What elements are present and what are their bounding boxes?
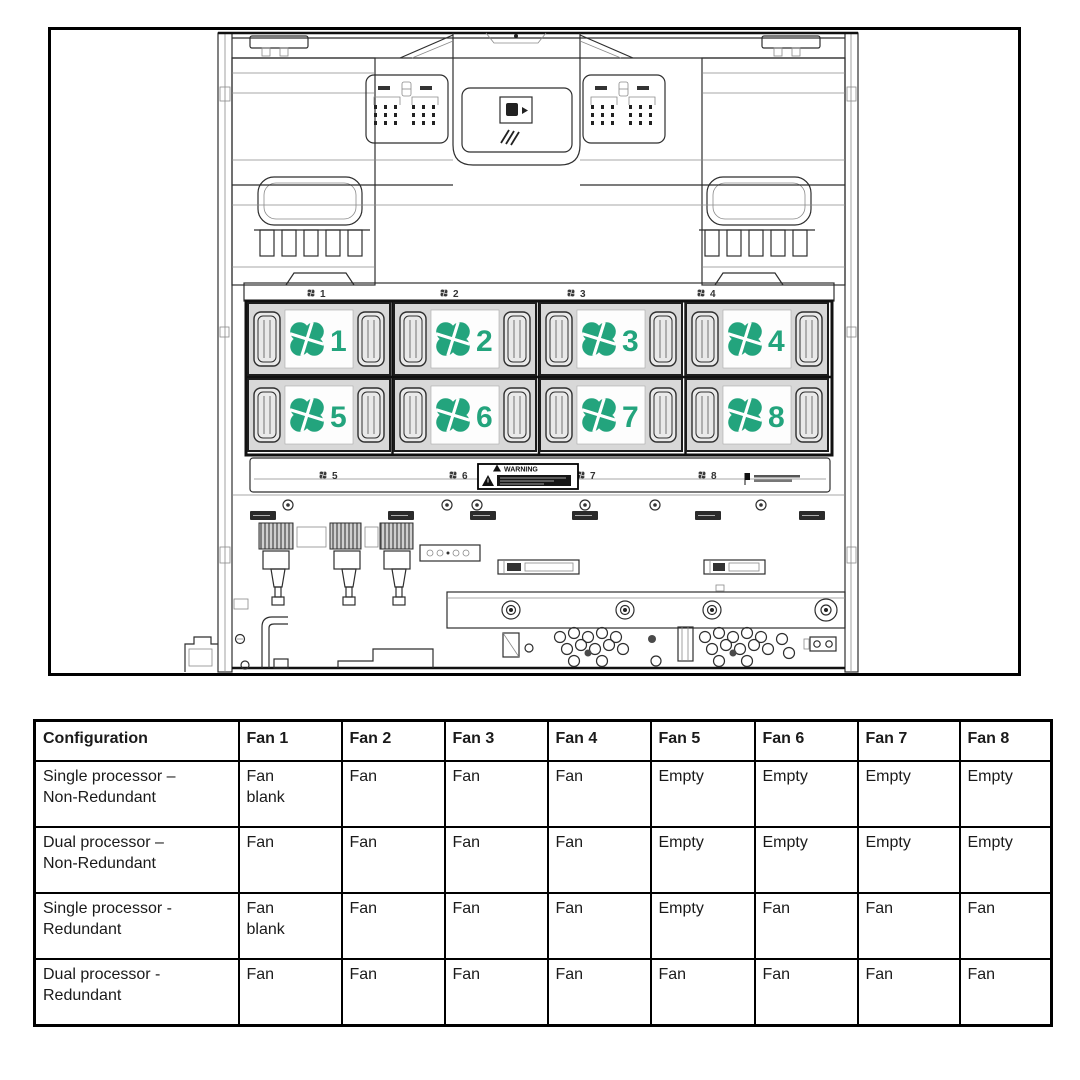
table-row: Dual processor - Redundant Fan Fan Fan F… [33,958,1053,1026]
bay-label-1: 1 [320,289,326,300]
table-cell: Empty [958,760,1053,828]
table-cell: Fan [546,892,652,960]
warning-label: WARNING [477,463,579,490]
fan-number-4: 4 [768,325,785,358]
table-cell: Fan [340,892,446,960]
table-cell: Fan [856,958,961,1026]
fan-number-8: 8 [768,401,785,434]
warning-triangle-icon [493,464,501,472]
fan-number-2: 2 [476,325,493,358]
table-cell: Fan [443,892,549,960]
bay-label-4: 4 [710,289,716,300]
table-cell: Fan [546,760,652,828]
table-cell: Fan [958,958,1053,1026]
header-fan-6: Fan 6 [753,719,859,762]
fan-number-6: 6 [476,401,493,434]
fan-number-7: 7 [622,401,639,434]
fan-module-6: 6 [394,379,536,451]
config-cell: Dual processor - Redundant [33,958,240,1026]
table-cell: Fan blank [237,892,343,960]
header-fan-7: Fan 7 [856,719,961,762]
header-fan-5: Fan 5 [649,719,756,762]
header-fan-1: Fan 1 [237,719,343,762]
table-cell: Empty [753,760,859,828]
table-header-row: Configuration Fan 1 Fan 2 Fan 3 Fan 4 Fa… [33,719,1053,762]
table-cell: Empty [649,826,756,894]
table-cell: Fan [340,958,446,1026]
fan-configuration-table: Configuration Fan 1 Fan 2 Fan 3 Fan 4 Fa… [33,719,1053,1027]
server-top-view-figure: 1 2 3 4 1 2 3 4 5 [48,27,1021,676]
table-cell: Fan [237,958,343,1026]
fan-number-5: 5 [330,401,347,434]
bay-label-3: 3 [580,289,586,300]
fan-module-1: 1 [248,303,390,375]
fan-module-2: 2 [394,303,536,375]
warning-text: WARNING [504,467,538,474]
table-cell: Fan [753,892,859,960]
header-fan-4: Fan 4 [546,719,652,762]
fan-module-4: 4 [686,303,828,375]
table-cell: Fan [443,826,549,894]
fan-bay-strip-bottom: 5 6 7 8 WARNING [249,457,831,493]
config-cell: Dual processor – Non-Redundant [33,826,240,894]
fan-module-5: 5 [248,379,390,451]
table-cell: Fan [753,958,859,1026]
table-cell: Fan [546,826,652,894]
table-cell: Fan [340,826,446,894]
table-cell: Fan [649,958,756,1026]
table-cell: Fan [856,892,961,960]
table-cell: Fan [237,826,343,894]
fan-module-7: 7 [540,379,682,451]
table-cell: Fan blank [237,760,343,828]
system-board-line-art [232,494,846,670]
bay-label-8: 8 [711,471,717,482]
table-cell: Empty [649,892,756,960]
header-fan-2: Fan 2 [340,719,446,762]
bay-label-2: 2 [453,289,459,300]
fan-module-3: 3 [540,303,682,375]
table-row: Single processor – Non-Redundant Fan bla… [33,760,1053,828]
header-fan-8: Fan 8 [958,719,1053,762]
table-row: Dual processor – Non-Redundant Fan Fan F… [33,826,1053,894]
table-cell: Fan [546,958,652,1026]
header-fan-3: Fan 3 [443,719,549,762]
fan-number-3: 3 [622,325,639,358]
table-cell: Empty [958,826,1053,894]
table-cell: Fan [958,892,1053,960]
bay-label-7: 7 [590,471,596,482]
bay-label-5: 5 [332,471,338,482]
table-cell: Empty [856,826,961,894]
bay-label-6: 6 [462,471,468,482]
table-cell: Empty [856,760,961,828]
table-cell: Empty [753,826,859,894]
fan-cage: 1 2 3 4 5 6 7 8 [244,299,834,457]
config-cell: Single processor – Non-Redundant [33,760,240,828]
fan-number-1: 1 [330,325,347,358]
table-row: Single processor - Redundant Fan blank F… [33,892,1053,960]
table-cell: Fan [443,760,549,828]
table-cell: Empty [649,760,756,828]
chassis-rails [217,31,859,673]
header-configuration: Configuration [33,719,240,762]
handle-note-icon [744,473,800,485]
config-cell: Single processor - Redundant [33,892,240,960]
table-cell: Fan [443,958,549,1026]
rear-section-line-art [231,32,846,286]
chassis-foot-line-art [184,636,218,672]
table-cell: Fan [340,760,446,828]
fan-module-8: 8 [686,379,828,451]
